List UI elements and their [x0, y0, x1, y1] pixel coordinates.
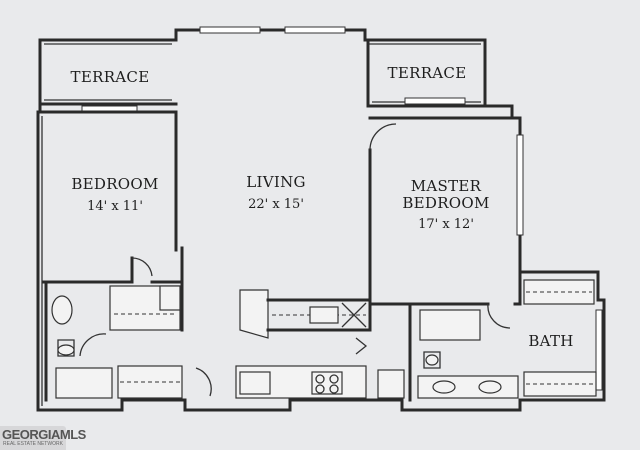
- bedroom-dims: 14' x 11': [87, 199, 143, 214]
- master-bath: [417, 279, 597, 399]
- interior-walls: [180, 116, 522, 402]
- windows: [81, 26, 603, 391]
- left-bath: [44, 280, 212, 402]
- bedroom-label: BEDROOM: [71, 175, 158, 193]
- master-dims: 17' x 12': [418, 217, 474, 232]
- kitchen: [235, 289, 405, 399]
- watermark-tagline: REAL ESTATE NETWORK: [3, 441, 63, 447]
- terrace-right-label: TERRACE: [388, 64, 467, 82]
- watermark-logo: GEORGIAMLS REAL ESTATE NETWORK: [0, 426, 86, 450]
- watermark-brand: GEORGIAMLS: [2, 427, 86, 442]
- bedroom-walls: [38, 110, 184, 284]
- master-label-line1: MASTER: [411, 177, 482, 195]
- living-label: LIVING: [246, 173, 306, 191]
- terrace-left: [38, 38, 178, 106]
- terrace-right: [366, 38, 487, 108]
- terrace-left-label: TERRACE: [71, 68, 150, 86]
- master-label-line2: BEDROOM: [402, 194, 489, 212]
- outer-walls: [36, 28, 606, 412]
- bath-label: BATH: [528, 332, 573, 350]
- living-dims: 22' x 15': [248, 197, 304, 212]
